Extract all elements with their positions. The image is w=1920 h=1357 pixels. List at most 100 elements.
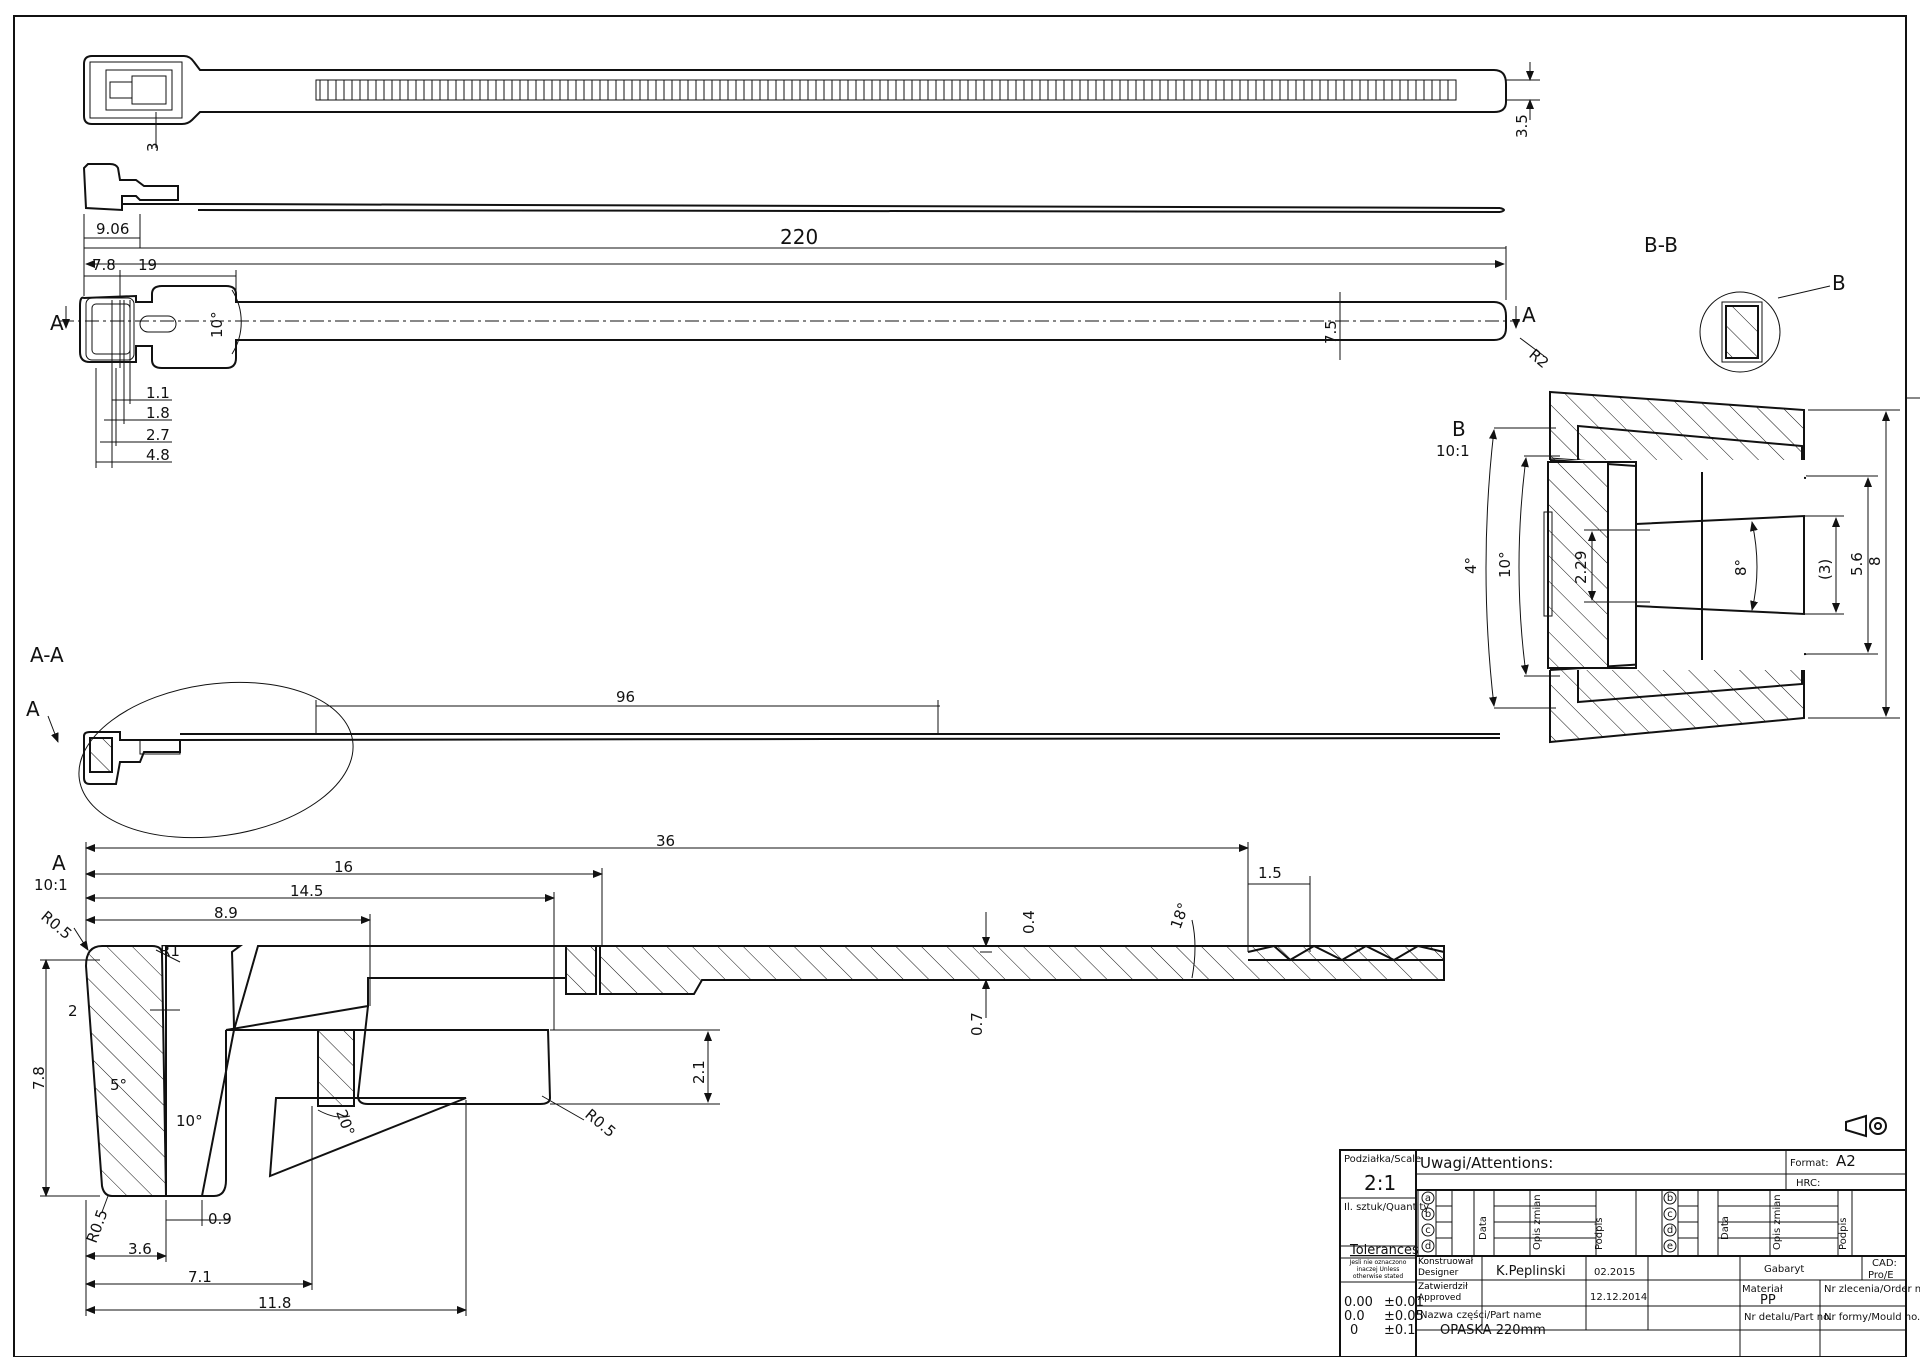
dim-7-8: 7.8 [92, 256, 116, 274]
dim-2-1: 2.1 [690, 1060, 708, 1084]
section-aa-view [47, 681, 1501, 839]
dim-4-8: 4.8 [146, 446, 170, 464]
dim-18-deg: 18° [1167, 900, 1193, 931]
part-name-label: Nazwa części/Part name [1420, 1309, 1541, 1321]
detail-a-view [40, 842, 1445, 1316]
dim-0-4: 0.4 [1020, 910, 1038, 934]
tol-row-2-tol: ±0.1 [1384, 1323, 1416, 1338]
dim-2: 2 [68, 1002, 78, 1020]
dim-3-ref: (3) [1816, 559, 1834, 580]
dim-10-deg: 10° [208, 311, 226, 338]
rev-letter-d2: d [1667, 1225, 1673, 1236]
dim-0-9: 0.9 [208, 1210, 232, 1228]
rev-col-sign: Podpis [1594, 1218, 1605, 1250]
dim-10-deg-b: 10° [1496, 551, 1514, 578]
dim-8: 8 [1866, 556, 1884, 566]
dim-3-6: 3.6 [128, 1240, 152, 1258]
rev-col-sign-2: Podpis [1838, 1218, 1849, 1250]
dim-3: 3 [144, 142, 162, 152]
cad-value: Pro/E [1868, 1270, 1894, 1281]
tol-row-2-value: 0 [1350, 1323, 1358, 1338]
detail-b-view [1485, 390, 1900, 744]
dim-0-7: 0.7 [968, 1012, 986, 1036]
designer-name: K.Peplinski [1496, 1264, 1566, 1279]
tol-row-1-value: 0.0 [1344, 1309, 1365, 1324]
approved-date: 12.12.2014 [1590, 1292, 1647, 1303]
approved-label-wrap: Zatwierdził Approved [1418, 1282, 1468, 1303]
section-aa-label: A-A [30, 643, 64, 667]
dim-5-6: 5.6 [1848, 552, 1866, 576]
part-name: OPASKA 220mm [1440, 1323, 1546, 1338]
dim-8-9: 8.9 [214, 904, 238, 922]
rev-col-date-2: Data [1720, 1216, 1731, 1240]
rev-letter-a: a [1425, 1193, 1431, 1204]
rev-col-desc-2: Opis zmian [1772, 1194, 1783, 1250]
top-view [83, 55, 1540, 148]
gabaryt-label: Gabaryt [1764, 1264, 1804, 1275]
dim-36: 36 [656, 832, 675, 850]
dim-1-1: 1.1 [146, 384, 170, 402]
designer-date: 02.2015 [1594, 1267, 1635, 1278]
rev-letter-b: b [1425, 1209, 1431, 1220]
format-label: Format: [1790, 1158, 1829, 1169]
tol-row-0-value: 0.00 [1344, 1295, 1373, 1310]
dim-10-deg-a: 10° [176, 1112, 203, 1130]
detail-a-scale: 10:1 [34, 876, 68, 894]
quantity-label: Il. sztuk/Quantity [1344, 1202, 1429, 1213]
rev-letter-e2: e [1667, 1241, 1673, 1252]
callout-a: A [26, 697, 40, 721]
section-bb-label: B-B [1644, 233, 1678, 257]
material-value: PP [1760, 1293, 1776, 1308]
dim-7-1: 7.1 [188, 1268, 212, 1286]
title-block [1339, 1149, 1907, 1357]
scale-value: 2:1 [1364, 1171, 1396, 1195]
rev-letter-d: d [1425, 1241, 1431, 1252]
tolerances-note-wrap: Jesli nie oznaczono inaczej Unless other… [1350, 1259, 1407, 1280]
sheet-border [13, 15, 1907, 1357]
dim-8-deg: 8° [1732, 559, 1750, 576]
designer-label-wrap: Konstruował Designer [1418, 1257, 1474, 1278]
tol-row-1-tol: ±0.05 [1384, 1309, 1424, 1324]
section-arrow-a-right: A [1522, 303, 1536, 327]
detail-a-label: A [52, 851, 66, 875]
dim-9-06: 9.06 [96, 220, 129, 238]
dim-20-deg: 20° [332, 1107, 358, 1138]
dim-16: 16 [334, 858, 353, 876]
rev-col-desc: Opis zmian [1532, 1194, 1543, 1250]
material-label: Materiał [1742, 1284, 1783, 1295]
cad-label: CAD: [1872, 1258, 1897, 1269]
dim-r1: R1 [160, 942, 180, 960]
tol-row-0-tol: ±0.01 [1384, 1295, 1424, 1310]
rev-letter-b2: b [1667, 1193, 1673, 1204]
dim-2-29: 2.29 [1572, 551, 1590, 584]
dim-5-deg: 5° [110, 1076, 127, 1094]
dim-19: 19 [138, 256, 157, 274]
dim-2-7: 2.7 [146, 426, 170, 444]
dim-7-8-height: 7.8 [30, 1066, 48, 1090]
detail-b-callout [1699, 285, 1831, 373]
part-no-label: Nr detalu/Part no. [1744, 1312, 1832, 1323]
designer-label: Konstruował Designer [1418, 1257, 1474, 1278]
dim-1-5: 1.5 [1258, 864, 1282, 882]
approved-label: Zatwierdził Approved [1418, 1282, 1468, 1303]
tolerances-label: Tolerances [1349, 1243, 1419, 1258]
dim-r0-5-right: R0.5 [581, 1105, 619, 1141]
dim-220: 220 [780, 225, 818, 249]
dim-1-8: 1.8 [146, 404, 170, 422]
callout-b: B [1832, 271, 1846, 295]
section-arrow-a-left: A [50, 311, 64, 335]
attentions-label: Uwagi/Attentions: [1420, 1154, 1553, 1172]
plan-view [60, 246, 1545, 468]
side-view [82, 163, 1505, 248]
order-label: Nr zlecenia/Order no. [1824, 1284, 1920, 1295]
dim-11-8: 11.8 [258, 1294, 291, 1312]
rev-col-date: Data [1478, 1216, 1489, 1240]
dim-r0-5-bottom: R0.5 [83, 1207, 112, 1245]
detail-b-scale: 10:1 [1436, 442, 1470, 460]
dim-14-5: 14.5 [290, 882, 323, 900]
dim-7-5: 7.5 [1322, 320, 1340, 344]
detail-b-label: B [1452, 417, 1466, 441]
hrc-label: HRC: [1796, 1178, 1820, 1189]
mould-label: Nr formy/Mould no. [1824, 1312, 1920, 1323]
